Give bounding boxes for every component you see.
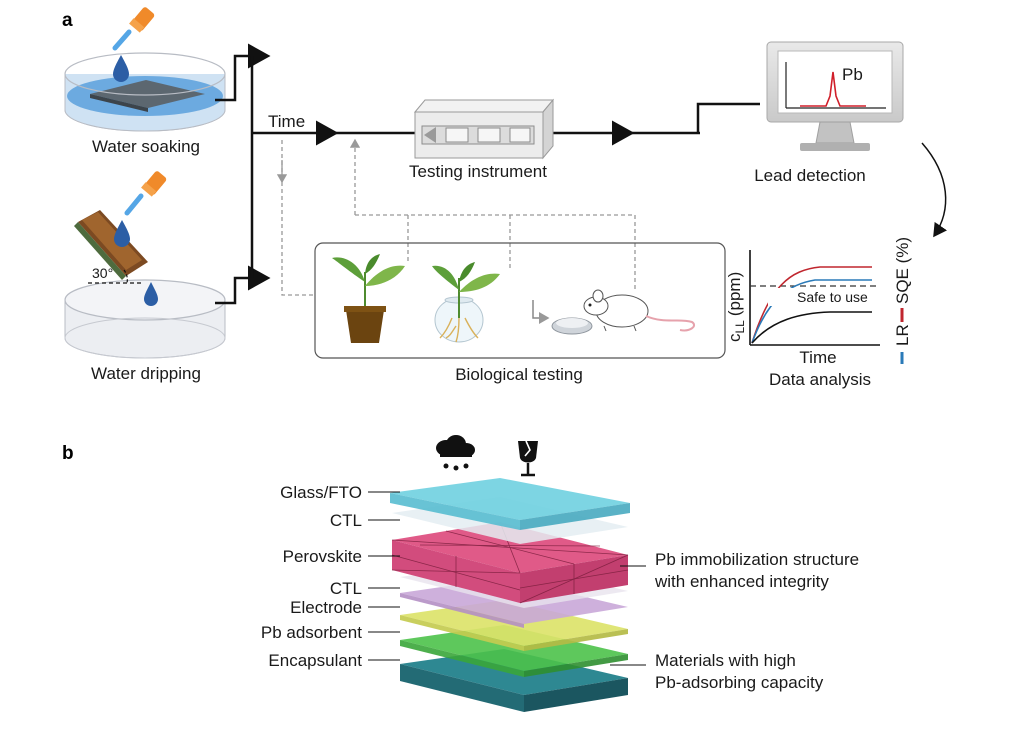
- testing-instrument-icon: [413, 98, 555, 160]
- note-adsorbing-line2: Pb-adsorbing capacity: [655, 673, 824, 692]
- layer-label-glass-fto: Glass/FTO: [280, 483, 362, 502]
- layer-label-pb-adsorbent: Pb adsorbent: [261, 623, 362, 642]
- svg-text:SQE (%): SQE (%): [893, 237, 912, 304]
- fragile-glass-icon: [518, 440, 538, 477]
- dropper-icon-bottom: [114, 171, 167, 306]
- data-analysis-chart: [749, 250, 883, 346]
- time-label: Time: [268, 112, 305, 131]
- panel-a-label: a: [62, 10, 73, 31]
- x-axis-label: Time: [799, 348, 836, 367]
- layer-label-perovskite: Perovskite: [283, 547, 362, 566]
- panel-b-label: b: [62, 443, 74, 464]
- layer-label-encapsulant: Encapsulant: [268, 651, 362, 670]
- layer-stack: [390, 478, 630, 712]
- safe-to-use-label: Safe to use: [797, 289, 868, 305]
- water-soaking-label: Water soaking: [92, 137, 200, 156]
- rain-icon: [436, 435, 475, 471]
- data-analysis-label: Data analysis: [769, 370, 871, 389]
- dropper-icon-top: [112, 7, 155, 82]
- note-immobilization-line2: with enhanced integrity: [654, 572, 829, 591]
- layer-label-electrode: Electrode: [290, 598, 362, 617]
- layer-leaders: [368, 491, 646, 666]
- svg-text:cLL(ppm): cLL(ppm): [725, 272, 747, 342]
- tilted-device-icon: [74, 210, 148, 284]
- curve-black: [751, 311, 872, 344]
- y-axis-label: cLL(ppm): [725, 272, 747, 342]
- note-immobilization-line1: Pb immobilization structure: [655, 550, 859, 569]
- water-dripping-label: Water dripping: [91, 364, 201, 383]
- monitor-pb-label: Pb: [842, 65, 863, 84]
- curve-red: [751, 266, 872, 344]
- potted-plant-icon: [332, 254, 405, 343]
- water-dripping-dish: [64, 279, 226, 359]
- layer-label-ctl-bottom: CTL: [330, 579, 362, 598]
- monitor-icon: [766, 41, 904, 151]
- layer-glass-fto: [390, 478, 630, 520]
- mouse-icon: [532, 289, 696, 335]
- svg-text:LR: LR: [893, 324, 912, 346]
- note-adsorbing-line1: Materials with high: [655, 651, 796, 670]
- layer-label-ctl-top: CTL: [330, 511, 362, 530]
- testing-instrument-label: Testing instrument: [409, 162, 547, 181]
- angle-label: 30°: [92, 265, 113, 281]
- biological-testing-box: [314, 242, 726, 359]
- biological-testing-label: Biological testing: [455, 365, 583, 384]
- lead-detection-label: Lead detection: [754, 166, 866, 185]
- water-soaking-dish: [64, 52, 226, 132]
- hydroponic-plant-icon: [432, 262, 500, 343]
- legend-lr-sqe: LR SQE (%): [893, 237, 912, 364]
